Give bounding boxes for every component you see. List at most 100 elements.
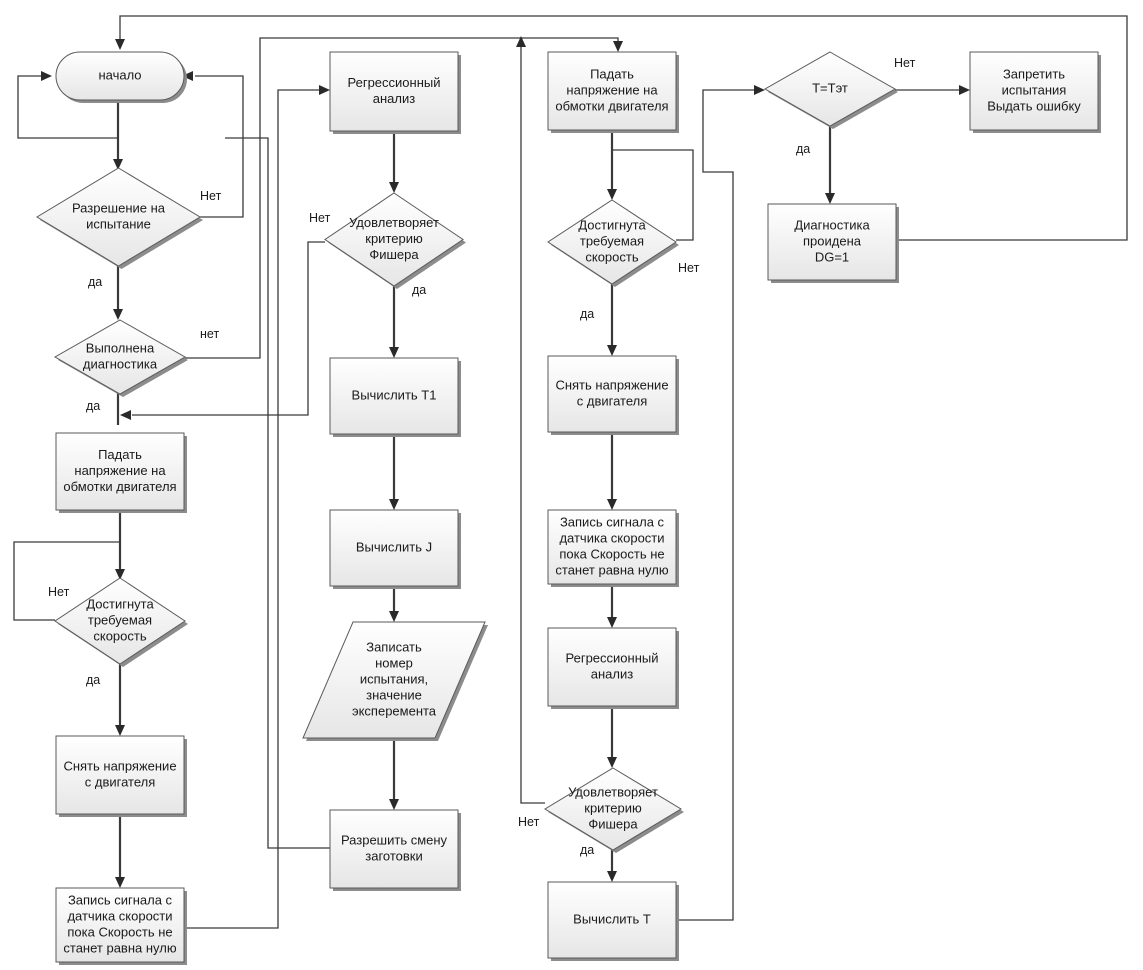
- node-forbid-text-line: Запретить: [1003, 66, 1065, 81]
- arrow-up-fisher2-no: [516, 36, 526, 47]
- node-apply-v2-text-line: напряжение на: [566, 82, 658, 97]
- edge-labels: Нет да нет да Нет да Нет да Нет да Нет д…: [48, 56, 916, 857]
- node-reached2-shape: [547, 199, 677, 285]
- arrow-into-diag-passed: [825, 193, 835, 204]
- node-fisher1-shape: [324, 192, 464, 287]
- node-reached2-text-line: требуемая: [580, 233, 644, 248]
- label-permit-no: Нет: [200, 189, 222, 203]
- label-permit-yes: да: [88, 275, 102, 289]
- node-record2-text-line: пока Скорость не: [559, 546, 664, 561]
- wire-permit-no: [195, 75, 244, 218]
- label-fisher1-yes: да: [412, 283, 426, 297]
- node-calc-t1-text-line: Вычислить Т1: [352, 387, 437, 402]
- node-record1-text-line: пока Скорость не: [67, 924, 172, 939]
- arrow-into-start-top: [115, 39, 125, 50]
- node-record1-text-line: Запись сигнала с: [68, 892, 173, 907]
- node-write-text-line: испытания,: [360, 671, 428, 686]
- node-allow-change-shape: [329, 809, 459, 889]
- arrow-into-reached1-top: [115, 569, 125, 580]
- label-fisher2-no: Нет: [518, 815, 540, 829]
- node-regress2-text-line: анализ: [591, 666, 633, 681]
- node-calc-t: Вычислить Т: [547, 881, 679, 961]
- node-diag-done-text-line: диагностика: [83, 356, 158, 371]
- wire-reached2-loop: [612, 149, 694, 241]
- node-diag-passed-text-line: проидена: [803, 233, 862, 248]
- node-fisher1-text-line: критерию: [365, 231, 423, 246]
- arrow-into-forbid: [959, 85, 970, 95]
- node-record2-text-line: датчика скорости: [559, 530, 664, 545]
- main-flow: [116, 100, 832, 880]
- arrow-into-regress1: [319, 85, 330, 95]
- node-reached1-shape: [54, 577, 186, 665]
- node-record2-text-line: Запись сигнала с: [560, 514, 665, 529]
- node-diag-done-text-line: Выполнена: [86, 340, 155, 355]
- arrow-into-write: [389, 611, 399, 622]
- node-diag-passed-shape: [767, 203, 897, 281]
- arrow-into-diag-done: [113, 309, 123, 320]
- node-diag-done-shape: [53, 319, 187, 395]
- arrow-into-apply-v2: [613, 41, 623, 52]
- node-apply-v2-text-line: обмотки двигателя: [555, 98, 668, 113]
- label-diag-done-yes: да: [86, 399, 100, 413]
- node-regress1-text-line: анализ: [373, 91, 415, 106]
- node-fisher1-text-line: Удовлетворяет: [349, 215, 439, 230]
- arrow-into-permit: [113, 159, 123, 170]
- node-write: Записатьномериспытания,значениеэкспереме…: [302, 621, 488, 741]
- arrow-into-t-check: [754, 85, 765, 95]
- node-t-check-text-line: T=Tэт: [812, 80, 848, 95]
- node-permit-shape: [36, 167, 201, 267]
- node-apply-v2-text-line: Падать: [590, 66, 634, 81]
- node-regress2-text-line: Регрессионный: [566, 650, 659, 665]
- node-calc-j-shape: [329, 509, 459, 587]
- wire-diag-passed-to-start: [119, 15, 1128, 241]
- node-remove-v2-text-line: с двигателя: [577, 393, 648, 408]
- node-calc-t-shape: [547, 881, 677, 959]
- arrow-into-record1: [115, 877, 125, 888]
- label-diag-done-no: нет: [200, 327, 219, 341]
- node-start-shape: [55, 51, 185, 101]
- node-start-text-line: начало: [98, 67, 141, 82]
- node-fisher2-shape: [544, 767, 682, 851]
- arrow-into-start-left: [41, 71, 52, 81]
- node-write-text-line: значение: [366, 687, 422, 702]
- node-t-check-shape: [763, 51, 897, 127]
- node-reached2-text-line: скорость: [585, 249, 638, 264]
- label-reached1-yes: да: [86, 673, 100, 687]
- arrow-into-remove-v2: [607, 345, 617, 356]
- node-permit-text-line: испытание: [86, 216, 151, 231]
- label-fisher2-yes: да: [580, 843, 594, 857]
- label-reached2-yes: да: [580, 307, 594, 321]
- arrow-into-regress2: [607, 617, 617, 628]
- wire-calc-t-to-check: [676, 89, 755, 921]
- node-write-shape: [302, 621, 486, 739]
- node-calc-t-text-line: Вычислить Т: [573, 911, 651, 926]
- arrow-into-calc-j: [389, 499, 399, 510]
- label-reached1-no: Нет: [48, 585, 70, 599]
- node-permit-text-line: Разрешение на: [72, 200, 166, 215]
- label-reached2-no: Нет: [678, 261, 700, 275]
- node-record1-shape: [55, 887, 185, 963]
- node-regress1-text-line: Регрессионный: [348, 75, 441, 90]
- node-write-text-line: Записать: [366, 639, 422, 654]
- wire-record1-to-regress1: [186, 89, 320, 929]
- node-calc-j-text-line: Вычислить J: [356, 539, 432, 554]
- node-reached1-text-line: требуемая: [88, 612, 152, 627]
- connectors: [13, 15, 1128, 929]
- node-reached2-text-line: Достигнута: [578, 217, 646, 232]
- label-fisher1-no: Нет: [309, 211, 331, 225]
- node-regress2-shape: [547, 627, 677, 707]
- arrow-into-calc-t1: [389, 347, 399, 358]
- node-forbid-shape: [969, 51, 1099, 131]
